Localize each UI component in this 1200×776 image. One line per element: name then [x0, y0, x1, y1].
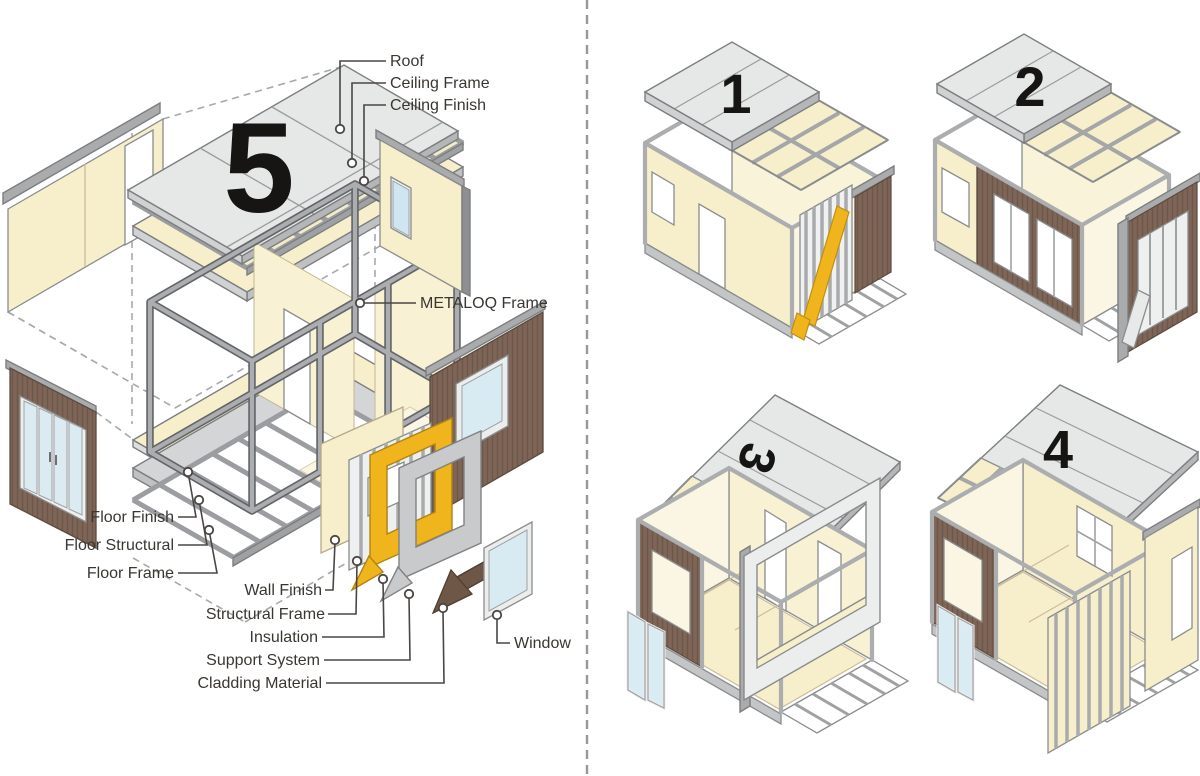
exploded-view-module: 5 — [2, 53, 571, 692]
callout-cladding-material: Cladding Material — [197, 602, 449, 692]
stage-4-exploded-wall — [1047, 498, 1200, 755]
stage-3-glass-doors — [626, 609, 666, 711]
label-metaloq-frame: METALOQ Frame — [420, 295, 548, 312]
label-ceiling-frame: Ceiling Frame — [390, 75, 490, 92]
stage-3: 3 — [626, 394, 910, 734]
callout-floor-finish: Floor Finish — [90, 466, 197, 526]
stage-1-number: 1 — [720, 62, 751, 125]
stage-1-exploded-wall — [790, 164, 895, 341]
label-insulation: Insulation — [250, 629, 319, 646]
callout-floor-frame: Floor Frame — [87, 524, 218, 582]
callout-support-system: Support System — [206, 588, 415, 669]
callout-window: Window — [491, 609, 571, 652]
stage-2-exploded-wall — [1117, 172, 1200, 364]
side-wall-with-window — [375, 128, 471, 298]
module-number-5: 5 — [223, 97, 294, 240]
stage-4-glass-doors — [936, 603, 975, 703]
stage-4-number: 4 — [1043, 420, 1073, 480]
label-ceiling-finish: Ceiling Finish — [390, 97, 486, 114]
label-support-system: Support System — [206, 652, 320, 669]
clad-wall-with-window — [425, 299, 546, 519]
label-floor-finish: Floor Finish — [90, 509, 174, 526]
label-window: Window — [514, 635, 571, 652]
stage-3-window-wall-frame — [739, 476, 881, 714]
back-wall-panel — [2, 101, 164, 314]
label-roof: Roof — [390, 53, 424, 70]
label-floor-frame: Floor Frame — [87, 565, 174, 582]
stage-4: 4 — [929, 384, 1200, 755]
label-structural-frame: Structural Frame — [206, 606, 325, 623]
callout-ceiling-finish: Ceiling Finish — [358, 97, 486, 187]
callout-structural-frame: Structural Frame — [206, 555, 363, 623]
label-wall-finish: Wall Finish — [244, 582, 322, 599]
window-panel — [483, 520, 533, 622]
callout-ceiling-frame: Ceiling Frame — [346, 75, 490, 169]
callout-roof: Roof — [334, 53, 424, 135]
stage-2: 2 — [932, 33, 1200, 364]
entrance-wall-panel — [5, 358, 97, 550]
label-cladding-material: Cladding Material — [197, 675, 322, 692]
callout-floor-structural: Floor Structural — [65, 494, 208, 554]
callout-metaloq-frame: METALOQ Frame — [354, 295, 548, 312]
stage-1: 1 — [642, 41, 908, 345]
label-floor-structural: Floor Structural — [65, 537, 174, 554]
support-system-layer — [379, 429, 482, 603]
callout-wall-finish: Wall Finish — [244, 534, 341, 599]
stage-2-number: 2 — [1014, 55, 1045, 118]
callout-insulation: Insulation — [250, 573, 389, 646]
